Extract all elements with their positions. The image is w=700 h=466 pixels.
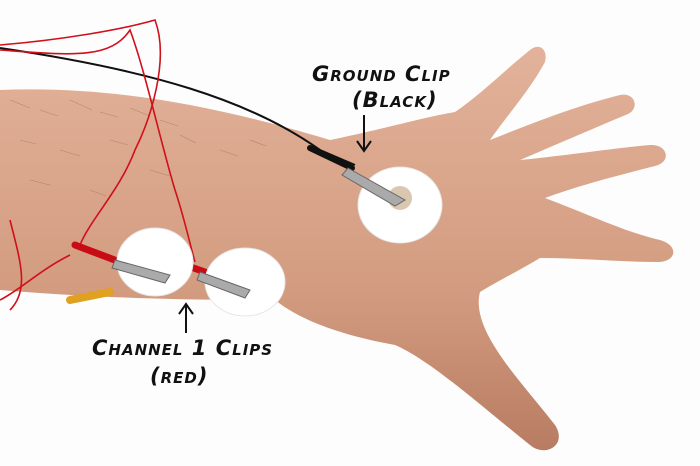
channel-clip-1 (111, 259, 171, 284)
red-clip-boot-1 (71, 241, 124, 266)
red-wires (0, 19, 196, 311)
forearm (0, 46, 674, 451)
ground-clip (341, 167, 406, 207)
ground-arrow (356, 115, 372, 153)
channel-clips-color-label: (red) (150, 364, 209, 388)
channel-clip-2 (196, 271, 251, 299)
ground-clip-color-label: (Black) (352, 88, 438, 112)
ground-clip-label: Ground Clip (312, 62, 451, 86)
black-clip-boot (307, 145, 355, 171)
black-wire (0, 47, 356, 166)
channel-arrow (178, 302, 194, 333)
channel-clips-label: Channel 1 Clips (92, 336, 274, 360)
arm-hair (9, 99, 267, 197)
yellow-clip-boot (66, 288, 114, 304)
channel-electrode-1 (116, 227, 194, 297)
